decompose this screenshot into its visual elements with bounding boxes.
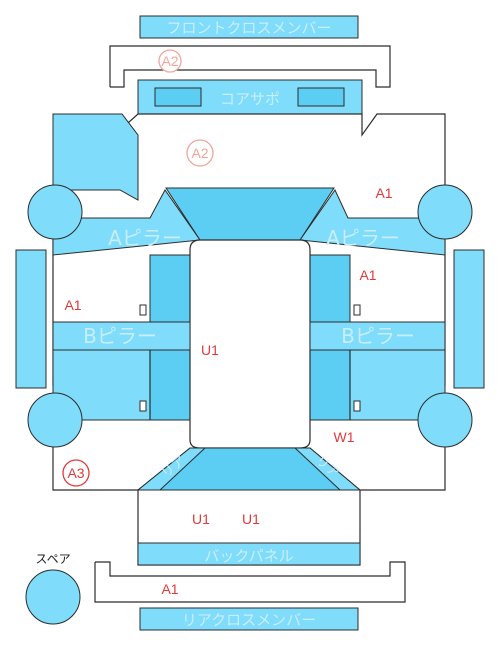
right-a-pillar[interactable]: [299, 189, 446, 256]
left-b-pillar-label: Bピラー: [83, 324, 157, 348]
right-front-door-handle: [353, 304, 361, 316]
left-b-pillar[interactable]: [52, 321, 191, 351]
core-support-left-opening: [154, 87, 202, 107]
right-rear-wheel[interactable]: [417, 392, 473, 448]
left-a-pillar-label: Aピラー: [108, 226, 182, 250]
code-rear-bracket: A1: [161, 581, 178, 597]
left-a-pillar[interactable]: [52, 189, 201, 256]
left-rear-wheel[interactable]: [27, 392, 83, 448]
spare-tire[interactable]: [25, 569, 81, 625]
code-front-cross-member: A2: [161, 53, 178, 69]
rear-cross-member[interactable]: [139, 607, 359, 631]
code-right-front-upper: A1: [375, 185, 392, 201]
right-b-pillar-label: Bピラー: [341, 324, 415, 348]
code-left-side: A1: [64, 297, 81, 313]
code-core-support: A2: [191, 145, 208, 161]
right-rear-corner[interactable]: [293, 447, 362, 491]
front-cross-member-label: フロントクロスメンバー: [166, 19, 331, 37]
code-marker-front: [158, 49, 182, 73]
code-left-rear-corner: A3: [67, 465, 84, 481]
right-a-pillar-label: Aピラー: [326, 226, 400, 250]
rear-bumper-bracket[interactable]: [94, 561, 406, 603]
left-rear-door-handle: [139, 400, 147, 412]
left-front-door-handle: [139, 304, 147, 316]
code-floor-center: U1: [201, 342, 219, 358]
left-front-wheel[interactable]: [27, 184, 83, 240]
right-side-sill[interactable]: [453, 249, 485, 389]
code-trunk-right: U1: [242, 511, 260, 527]
front-cross-member[interactable]: [139, 15, 359, 39]
back-panel[interactable]: [137, 542, 361, 566]
core-support-label: コアサポ: [220, 90, 280, 108]
left-rear-corner[interactable]: [136, 447, 207, 491]
code-marker-core: [186, 139, 214, 167]
left-side-sill[interactable]: [15, 249, 47, 389]
right-rear-door-handle: [353, 400, 361, 412]
code-right-rear: W1: [334, 429, 355, 445]
back-panel-label: バックパネル: [204, 547, 293, 565]
right-front-wheel[interactable]: [417, 184, 473, 240]
code-trunk-left: U1: [192, 511, 210, 527]
front-bumper-bracket[interactable]: [109, 45, 391, 88]
spare-tire-label: スペア: [35, 552, 70, 566]
right-b-pillar[interactable]: [309, 321, 446, 351]
code-right-front-lower: A1: [359, 267, 376, 283]
code-marker-left-rear: [62, 459, 90, 487]
core-support-right-opening: [297, 87, 345, 107]
rear-cross-member-label: リアクロスメンバー: [182, 611, 316, 629]
